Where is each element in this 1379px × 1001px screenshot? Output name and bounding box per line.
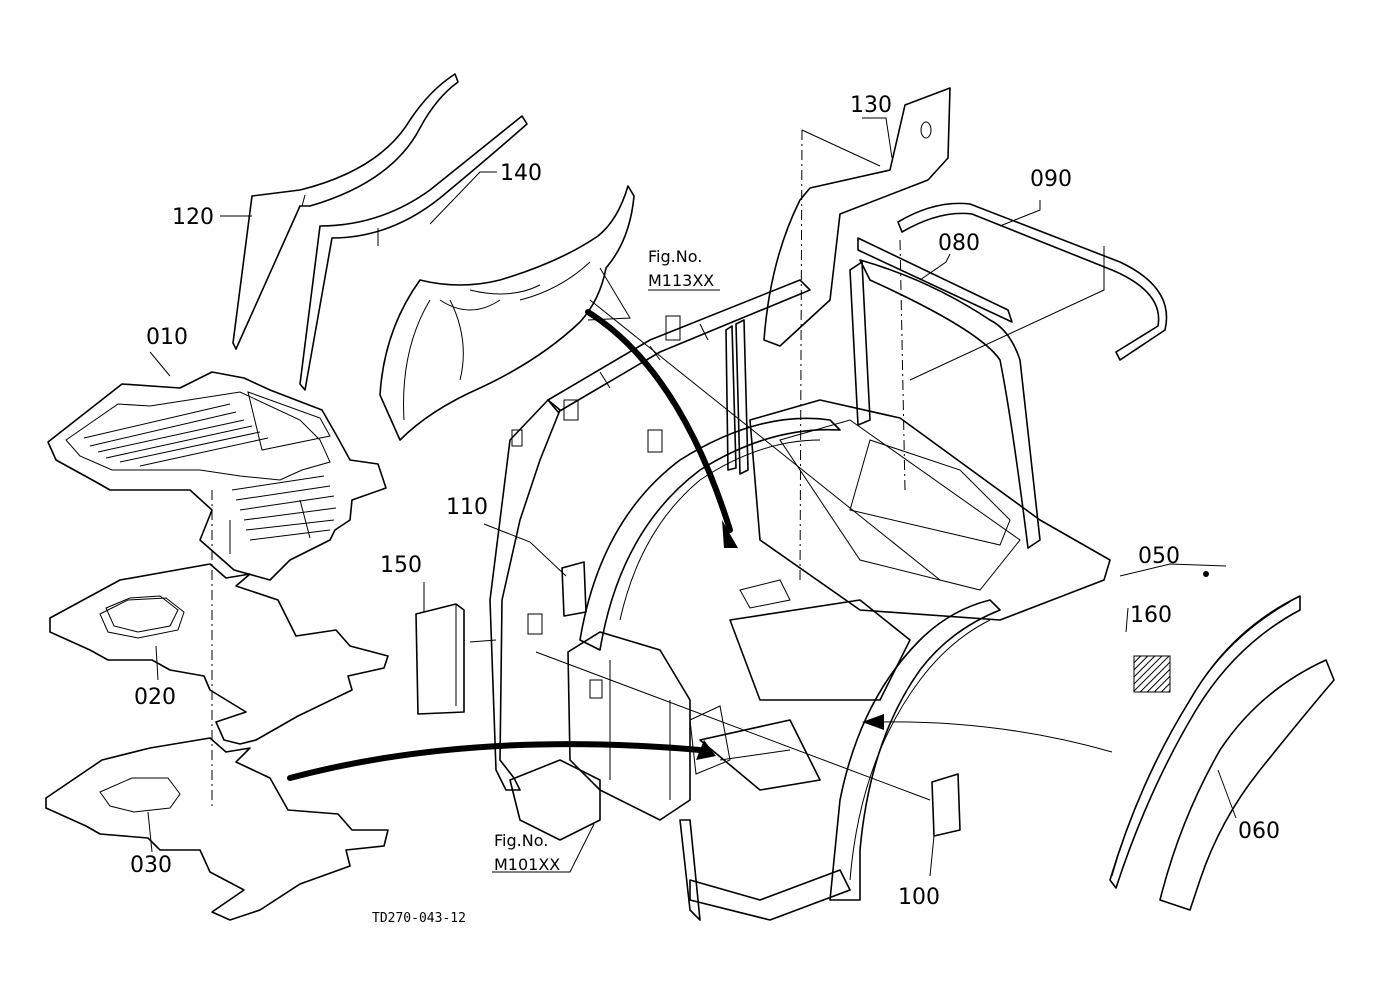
fig-ref-bottom-label: Fig.No. bbox=[494, 831, 548, 850]
label-050: 050 bbox=[1138, 544, 1180, 569]
label-160: 160 bbox=[1130, 603, 1172, 628]
part-020-floor-mat bbox=[49, 563, 389, 745]
part-010-floor-frame bbox=[47, 371, 387, 581]
label-140: 140 bbox=[500, 161, 542, 186]
label-120: 120 bbox=[172, 205, 214, 230]
label-100: 100 bbox=[898, 885, 940, 910]
label-110: 110 bbox=[446, 495, 488, 520]
arrow-fender-frame bbox=[585, 309, 733, 533]
fig-ref-bottom-code: M101XX bbox=[494, 855, 560, 874]
arrow-head bbox=[696, 740, 716, 760]
label-010: 010 bbox=[146, 325, 188, 350]
label-060: 060 bbox=[1238, 819, 1280, 844]
part-050-dot bbox=[1203, 571, 1209, 577]
arrow-fender-seal bbox=[879, 721, 1113, 753]
part-090-molding bbox=[897, 202, 1168, 361]
assembly-arrows bbox=[287, 309, 1113, 781]
label-020: 020 bbox=[134, 685, 176, 710]
arrow-head bbox=[722, 520, 738, 548]
label-130: 130 bbox=[850, 93, 892, 118]
label-150: 150 bbox=[380, 553, 422, 578]
part-110-pad bbox=[561, 561, 587, 617]
left-fender-frame bbox=[379, 185, 635, 441]
part-160-pad bbox=[1133, 655, 1171, 693]
label-080: 080 bbox=[938, 231, 980, 256]
arrow-floor-mat bbox=[287, 741, 703, 781]
part-080-bar bbox=[857, 237, 1013, 323]
part-030-floor-mat bbox=[45, 737, 389, 921]
fig-ref-top-code: M113XX bbox=[648, 271, 714, 290]
leader-lines bbox=[147, 117, 1237, 877]
label-090: 090 bbox=[1030, 167, 1072, 192]
part-150-pad bbox=[415, 603, 465, 715]
cab-frame bbox=[211, 129, 1111, 921]
drawing-id: TD270-043-12 bbox=[372, 911, 466, 926]
part-100-pad bbox=[931, 773, 961, 837]
label-030: 030 bbox=[130, 853, 172, 878]
arrow-head bbox=[862, 714, 884, 730]
part-060-fender-seal bbox=[1109, 595, 1335, 911]
fig-ref-top-label: Fig.No. bbox=[648, 247, 702, 266]
part-120-panel bbox=[232, 73, 459, 350]
part-140-panel bbox=[299, 115, 528, 391]
part-130-bracket bbox=[763, 87, 951, 347]
